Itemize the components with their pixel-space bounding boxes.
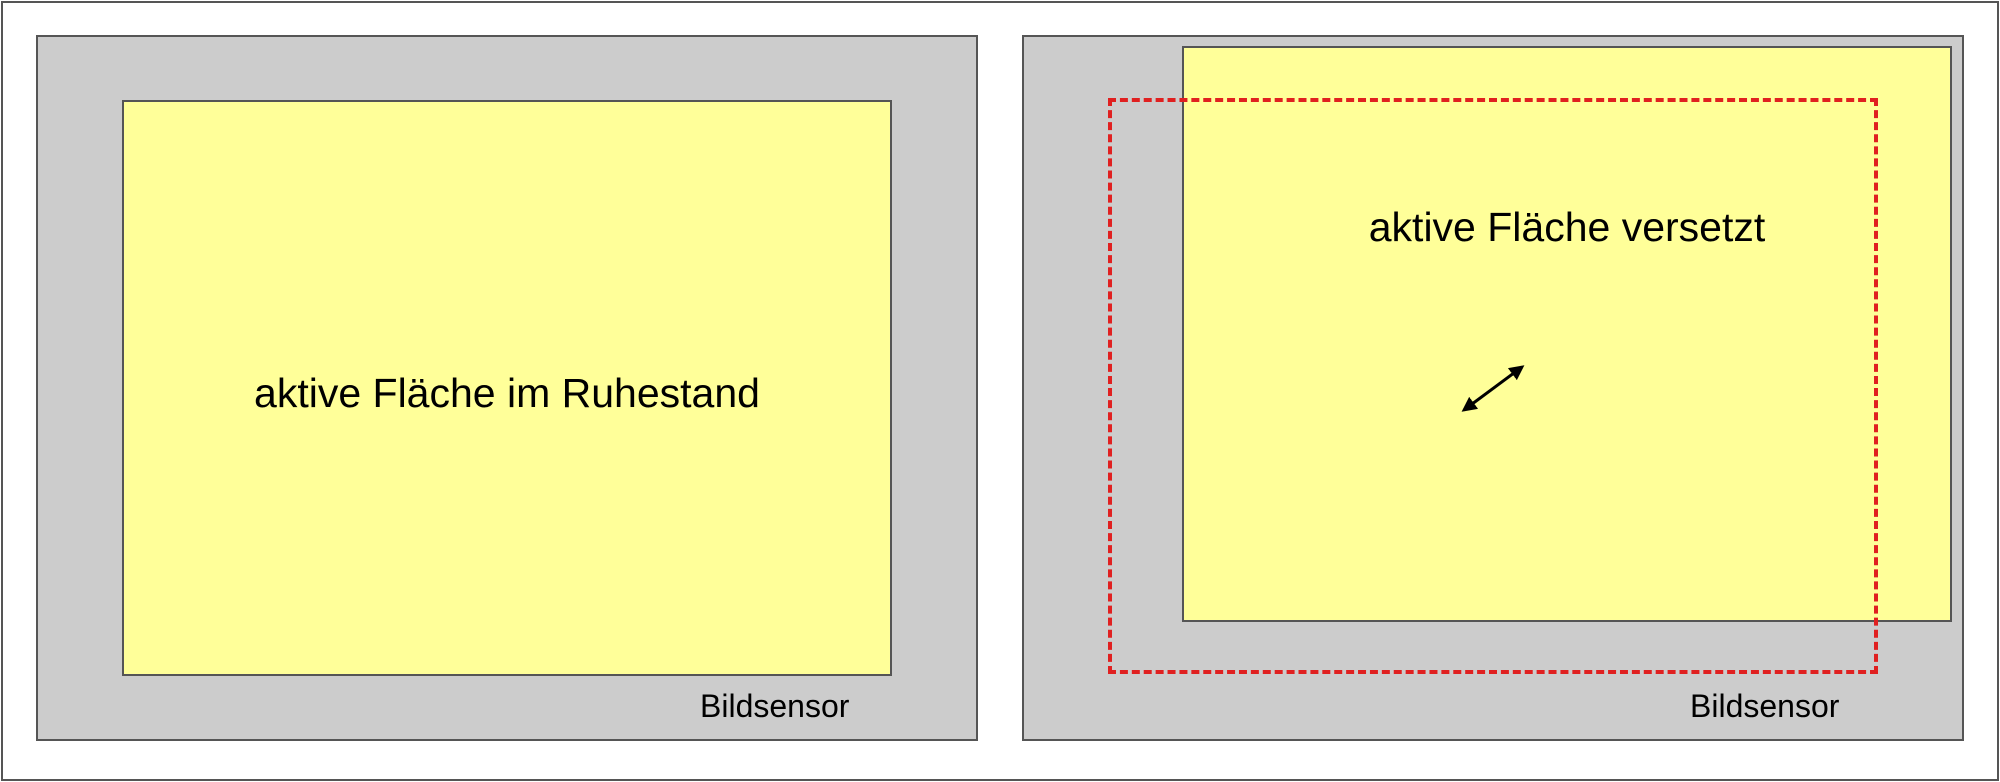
active-area-shifted	[1182, 46, 1952, 622]
active-area-rest	[122, 100, 892, 676]
active-area-rest-label: aktive Fläche im Ruhestand	[254, 370, 760, 416]
sensor-label-right: Bildsensor	[1690, 688, 1840, 724]
active-area-shifted-label: aktive Fläche versetzt	[1368, 204, 1766, 250]
double-headed-diagonal-arrow-icon	[1461, 365, 1525, 412]
sensor-label-left: Bildsensor	[700, 688, 850, 724]
